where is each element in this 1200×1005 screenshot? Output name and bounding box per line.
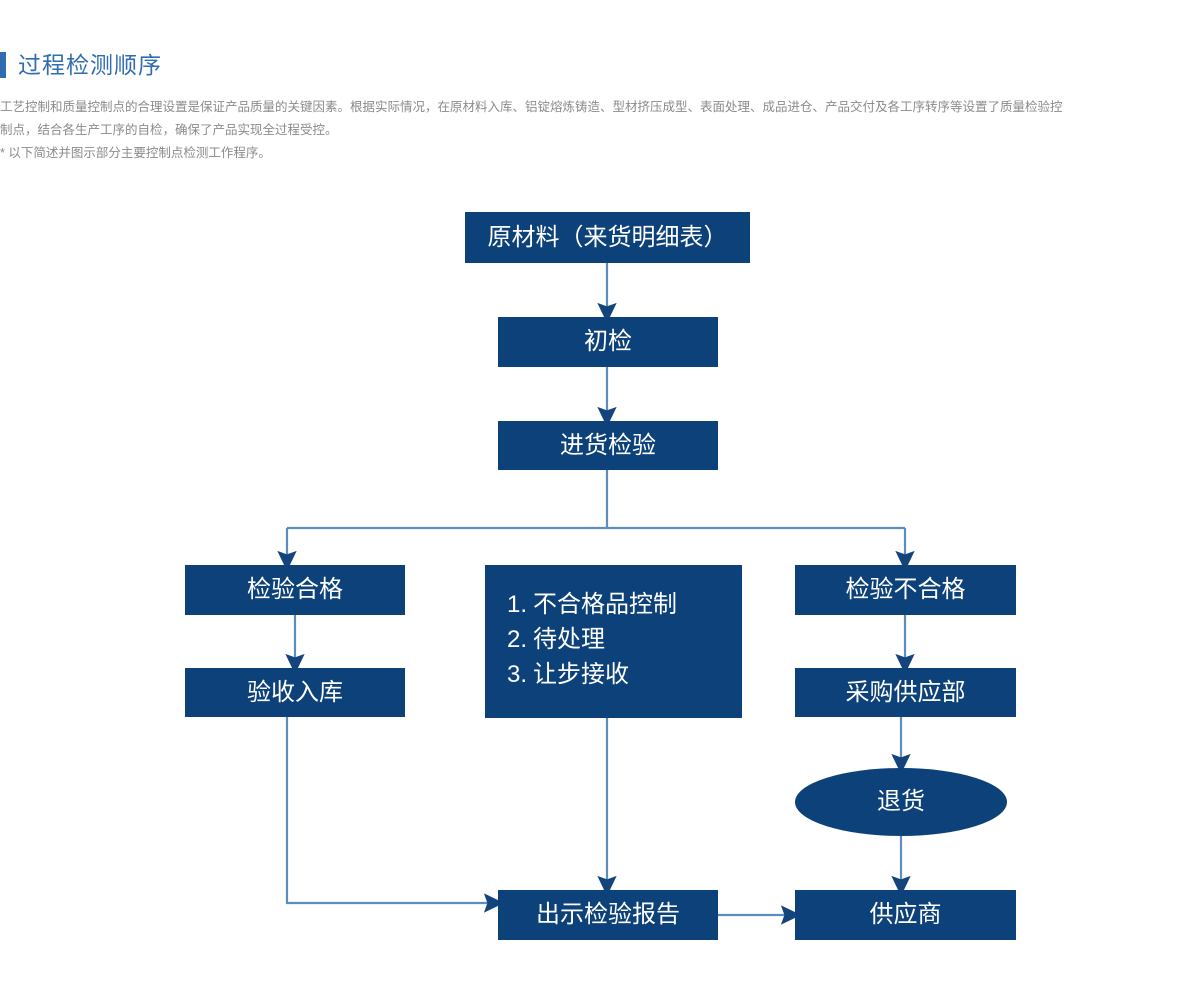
page-title: 过程检测顺序 bbox=[18, 51, 162, 78]
nonconforming-item-2: 2.待处理 bbox=[507, 622, 742, 657]
node-issue-inspection-report[interactable]: 出示检验报告 bbox=[498, 890, 718, 940]
nonconforming-item-3: 3.让步接收 bbox=[507, 657, 742, 692]
node-return-goods[interactable]: 退货 bbox=[795, 768, 1007, 836]
nonconforming-item-2-number: 2. bbox=[507, 626, 528, 653]
node-nonconforming-handling[interactable]: 1.不合格品控制 2.待处理 3.让步接收 bbox=[485, 565, 742, 718]
nonconforming-item-1-number: 1. bbox=[507, 591, 528, 618]
intro-line-3: * 以下简述并图示部分主要控制点检测工作程序。 bbox=[0, 146, 271, 160]
intro-line-2: 制点，结合各生产工序的自检，确保了产品实现全过程受控。 bbox=[0, 123, 338, 137]
node-incoming-inspection[interactable]: 进货检验 bbox=[498, 421, 718, 470]
page-header: 过程检测顺序 bbox=[0, 48, 162, 82]
nonconforming-item-3-text: 让步接收 bbox=[533, 661, 629, 688]
node-raw-material[interactable]: 原材料（来货明细表） bbox=[465, 212, 750, 263]
intro-line-1: 工艺控制和质量控制点的合理设置是保证产品质量的关键因素。根据实际情况，在原材料入… bbox=[0, 100, 1063, 114]
node-accept-into-warehouse[interactable]: 验收入库 bbox=[185, 668, 405, 717]
title-accent-bar bbox=[0, 52, 6, 78]
nonconforming-item-1: 1.不合格品控制 bbox=[507, 587, 742, 622]
nonconforming-item-2-text: 待处理 bbox=[533, 626, 605, 653]
connector-warehouse-to-report bbox=[285, 717, 505, 913]
node-first-inspection[interactable]: 初检 bbox=[498, 317, 718, 367]
intro-paragraph: 工艺控制和质量控制点的合理设置是保证产品质量的关键因素。根据实际情况，在原材料入… bbox=[0, 96, 1200, 165]
nonconforming-item-3-number: 3. bbox=[507, 661, 528, 688]
node-purchasing-supply-department[interactable]: 采购供应部 bbox=[795, 668, 1016, 717]
node-inspection-pass[interactable]: 检验合格 bbox=[185, 565, 405, 615]
nonconforming-item-1-text: 不合格品控制 bbox=[533, 591, 677, 618]
node-inspection-fail[interactable]: 检验不合格 bbox=[795, 565, 1016, 615]
node-supplier[interactable]: 供应商 bbox=[795, 890, 1016, 940]
